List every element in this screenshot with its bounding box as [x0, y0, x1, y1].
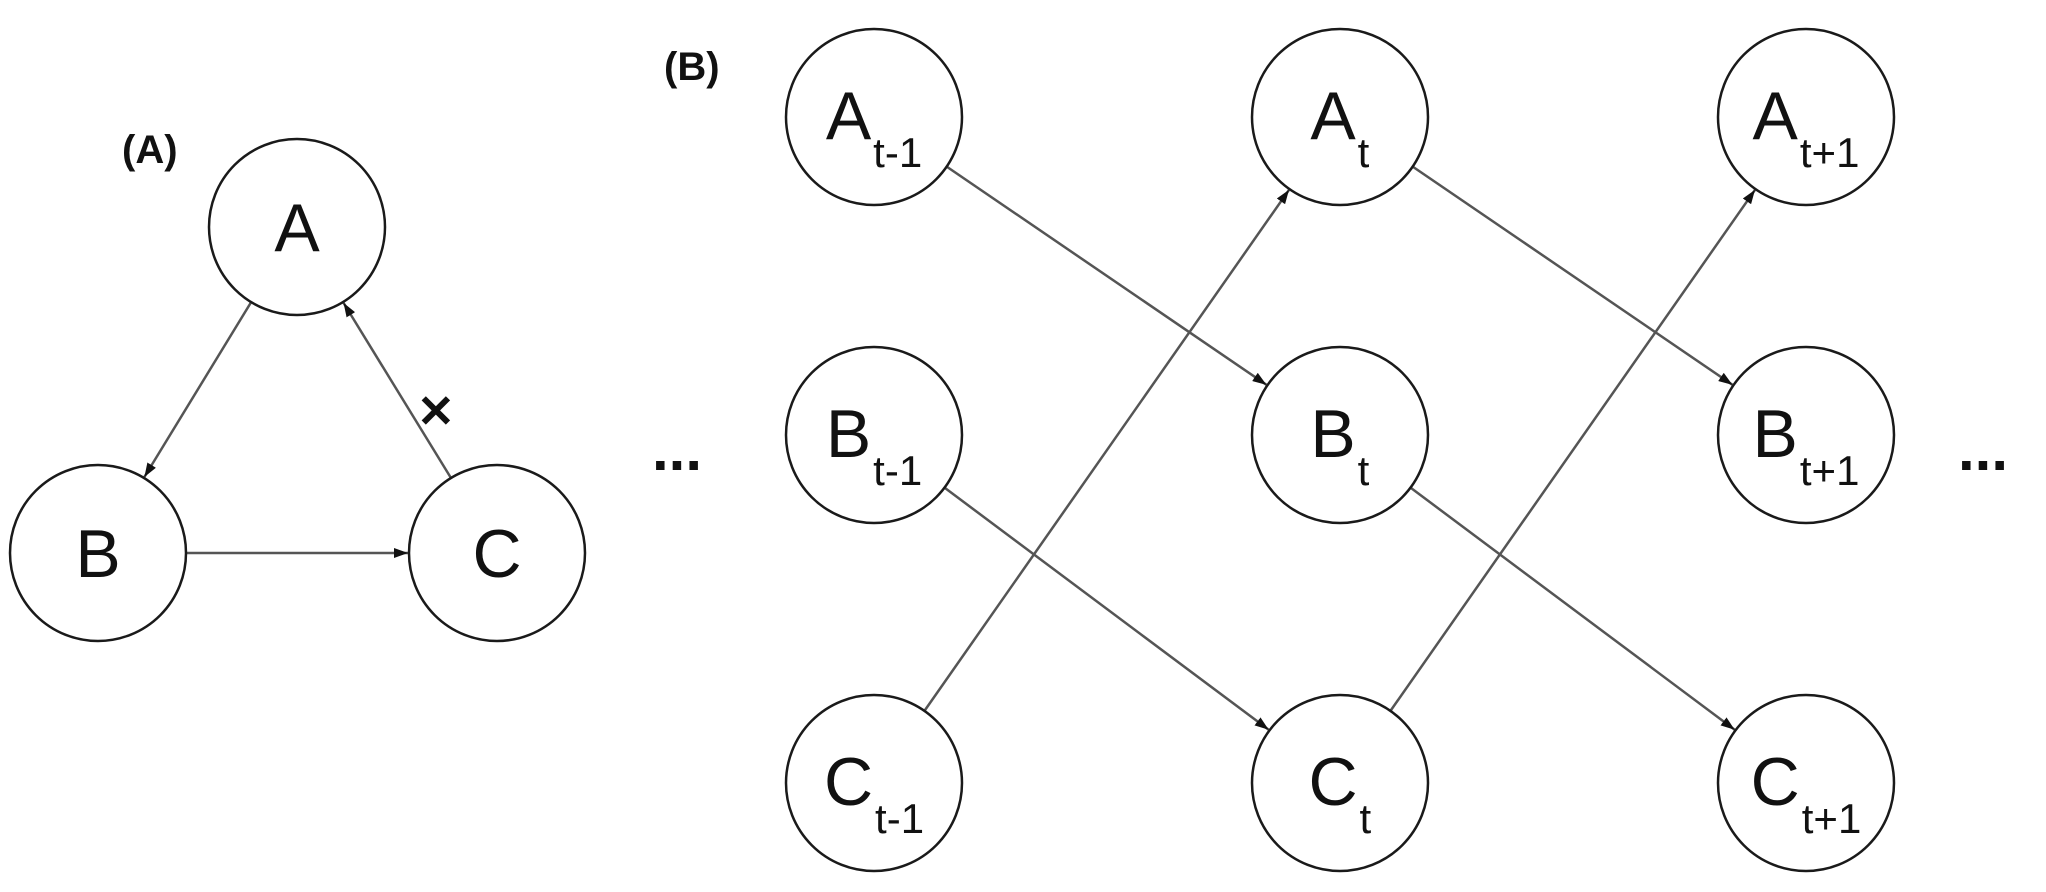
edge-C_t-to-A_tp1	[1389, 189, 1757, 712]
node-subscript: t-1	[875, 795, 924, 842]
node-panel-a-c: C	[407, 463, 587, 643]
edge-B_t-to-C_tp1	[1409, 486, 1736, 731]
node-name: B	[75, 516, 120, 592]
node-subscript: t+1	[1800, 129, 1860, 176]
node-panel-a-b: B	[8, 463, 188, 643]
node-subscript: t-1	[873, 129, 922, 176]
node-name: A	[274, 190, 320, 266]
node-name: B	[1310, 396, 1355, 472]
edge-C-to-A	[342, 302, 453, 479]
edges-layer	[143, 165, 1757, 731]
node-name: C	[824, 744, 873, 820]
panel-b-label: (B)	[664, 45, 720, 89]
edge-A-to-B	[143, 301, 253, 478]
node-subscript: t	[1360, 795, 1372, 842]
edge-A_t-to-B_tp1	[1411, 165, 1734, 386]
node-name: C	[1308, 744, 1357, 820]
node-name: B	[826, 396, 871, 472]
node-panel-a-a: A	[207, 137, 387, 317]
marks-layer	[421, 396, 451, 425]
edge-C_tm1-to-A_t	[923, 189, 1291, 712]
node-name: A	[1310, 78, 1356, 154]
node-subscript: t	[1358, 447, 1370, 494]
node-subscript: t+1	[1800, 447, 1860, 494]
ellipsis-right: ...	[1958, 416, 2008, 483]
edge-B_tm1-to-C_t	[943, 486, 1270, 731]
edge-A_tm1-to-B_t	[945, 165, 1268, 386]
ellipsis-left: ...	[652, 416, 702, 483]
node-subscript: t-1	[873, 447, 922, 494]
node-name: A	[1753, 78, 1799, 154]
node-name: A	[826, 78, 872, 154]
blocked-mark-icon	[421, 396, 451, 425]
panel-a-label: (A)	[122, 128, 178, 172]
node-subscript: t+1	[1802, 795, 1862, 842]
node-subscript: t	[1358, 129, 1370, 176]
node-name: C	[472, 516, 521, 592]
node-name: B	[1753, 396, 1798, 472]
node-name: C	[1751, 744, 1800, 820]
